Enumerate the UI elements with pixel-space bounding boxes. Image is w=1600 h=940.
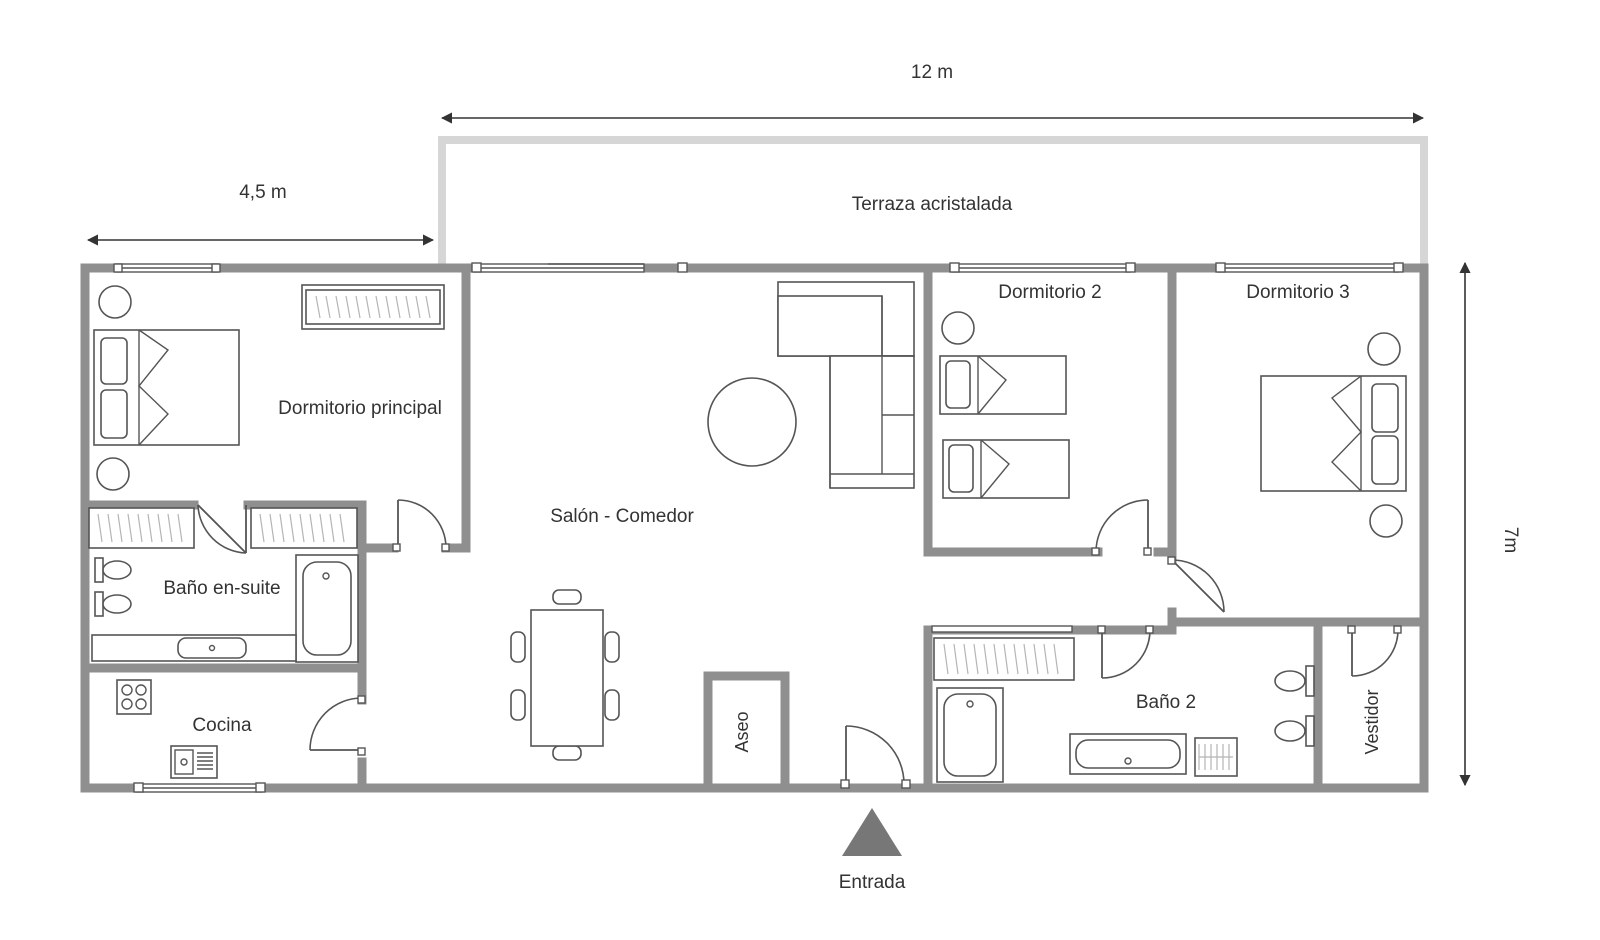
door-kitchen [309,695,366,756]
nightstand-lamp-icon [98,285,132,319]
master-bedroom-label: Dormitorio principal [278,398,442,419]
dimension-depth: 7m [1459,261,1521,787]
coffee-table-icon [707,377,797,467]
bathtub-icon [295,554,359,663]
dressing-label: Vestidor [1362,689,1382,754]
nightstand-lamp-icon [1369,504,1403,538]
sink-counter-icon [91,634,297,662]
toilet-icon [94,557,132,617]
bedroom-3-furniture: Dormitorio 3 [1246,282,1407,538]
living-dining-furniture: Salón - Comedor [510,281,915,761]
windows [113,262,1404,793]
dimension-depth-label: 7m [1500,527,1521,553]
entrance-label: Entrada [839,872,906,893]
door-ensuite [197,504,247,554]
dimension-bedroom-width: 4,5 m [86,182,435,246]
bedroom-2-furniture: Dormitorio 2 [939,282,1102,499]
toilet-room: Aseo [732,711,752,752]
bedroom-2-label: Dormitorio 2 [998,282,1101,303]
walls [80,263,1429,793]
dressing-room: Vestidor [1362,689,1382,754]
toilet-icon [1274,665,1315,747]
bath-2-label: Baño 2 [1136,692,1196,713]
double-bed-icon [1260,375,1407,492]
shower-tray-icon [1194,737,1238,777]
bathtub-icon [1069,733,1187,775]
entrance: Entrada [839,808,906,893]
stove-icon [116,679,152,715]
ensuite-bath-label: Baño en-suite [163,578,280,599]
single-bed-icon [942,439,1070,499]
door-bath-2 [1097,625,1154,679]
door-entrance [840,725,911,789]
door-dressing [1347,625,1402,677]
dimension-total-width-label: 12 m [911,62,953,83]
bathtub-icon [936,687,1004,783]
nightstand-lamp-icon [96,457,130,491]
door-bedroom-3 [1167,556,1225,613]
wardrobe-icon [88,507,358,549]
master-bedroom-furniture: Dormitorio principal [93,284,445,491]
doors [197,499,1402,789]
ensuite-bath-furniture: Baño en-suite [88,507,359,663]
kitchen-sink-icon [170,745,218,779]
single-bed-icon [939,355,1067,415]
wardrobe-icon [301,284,445,330]
kitchen-label: Cocina [192,715,252,736]
bath-2-furniture: Baño 2 [933,637,1315,783]
sofa-icon [777,281,915,489]
dimension-bedroom-width-label: 4,5 m [239,182,287,203]
terrace-label: Terraza acristalada [852,194,1013,215]
door-bedroom-2 [1091,499,1152,556]
entrance-arrow-icon [842,808,902,856]
terrace: Terraza acristalada [438,136,1428,264]
toilet-label: Aseo [732,711,752,752]
nightstand-lamp-icon [1367,332,1401,366]
dimension-total-width: 12 m [440,62,1425,124]
bedroom-3-label: Dormitorio 3 [1246,282,1349,303]
double-bed-icon [93,329,240,446]
kitchen-furniture: Cocina [116,679,252,779]
living-dining-label: Salón - Comedor [550,506,694,527]
dining-table-icon [510,589,620,761]
nightstand-lamp-icon [941,311,975,345]
wardrobe-icon [933,637,1075,681]
door-master-bedroom [392,499,450,552]
